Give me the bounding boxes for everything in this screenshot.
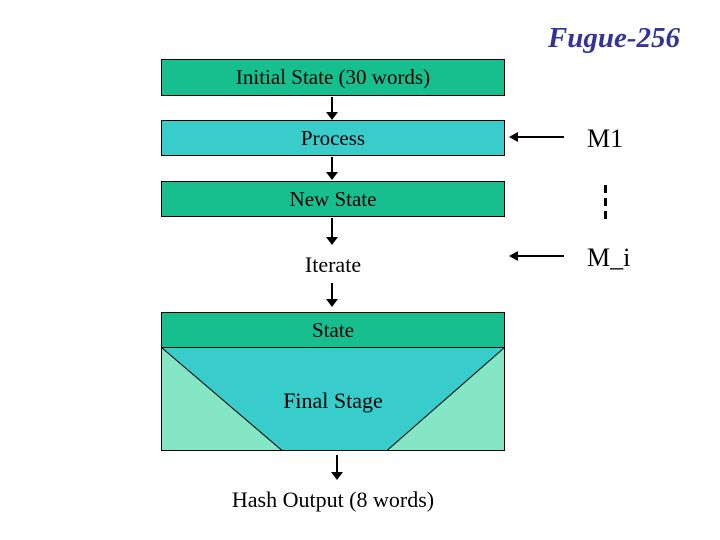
arrow-head-left-icon [509, 132, 518, 142]
arrow-shaft [331, 97, 333, 112]
arrow-head-down-icon [326, 172, 338, 180]
funnel-trapezoid [161, 347, 505, 451]
flow-step-iterate-label: Iterate [304, 252, 362, 277]
arrow-head-down-icon [326, 237, 338, 245]
final-stage-label: Final Stage [283, 388, 383, 413]
flow-box-state: State [161, 312, 505, 348]
arrow-final-to-output [331, 455, 343, 480]
final-stage-funnel [161, 347, 505, 451]
arrow-head-down-icon [326, 112, 338, 120]
flow-box-process: Process [161, 120, 505, 156]
arrow-iterate-to-state [326, 283, 338, 307]
arrow-head-down-icon [331, 472, 343, 480]
slide-title: Fugue-256 [547, 22, 680, 54]
flow-box-initial-state: Initial State (30 words) [161, 59, 505, 96]
message-input-mi-label: M_i [587, 243, 631, 272]
arrow-initial-to-process [326, 97, 338, 120]
arrow-head-left-icon [509, 251, 518, 261]
arrow-shaft [518, 255, 564, 257]
arrow-shaft [331, 157, 333, 172]
flow-box-state-label: State [312, 317, 354, 342]
message-input-m1-label: M1 [587, 124, 624, 153]
arrow-head-down-icon [326, 299, 338, 307]
arrow-shaft [331, 283, 333, 299]
hash-output-label: Hash Output (8 words) [231, 487, 435, 512]
arrow-shaft [331, 218, 333, 237]
flow-box-new-state: New State [161, 181, 505, 217]
flow-box-new-state-label: New State [289, 186, 377, 211]
arrow-shaft [518, 136, 564, 138]
ellipsis-dashed-line [604, 185, 607, 224]
arrow-shaft [336, 455, 338, 472]
arrow-new-state-to-iterate [326, 218, 338, 245]
flow-box-process-label: Process [300, 125, 366, 150]
flow-box-initial-state-label: Initial State (30 words) [235, 65, 431, 89]
arrow-process-to-new-state [326, 157, 338, 180]
arrow-mi-to-iterate [509, 250, 564, 262]
arrow-m1-to-process [509, 131, 564, 143]
